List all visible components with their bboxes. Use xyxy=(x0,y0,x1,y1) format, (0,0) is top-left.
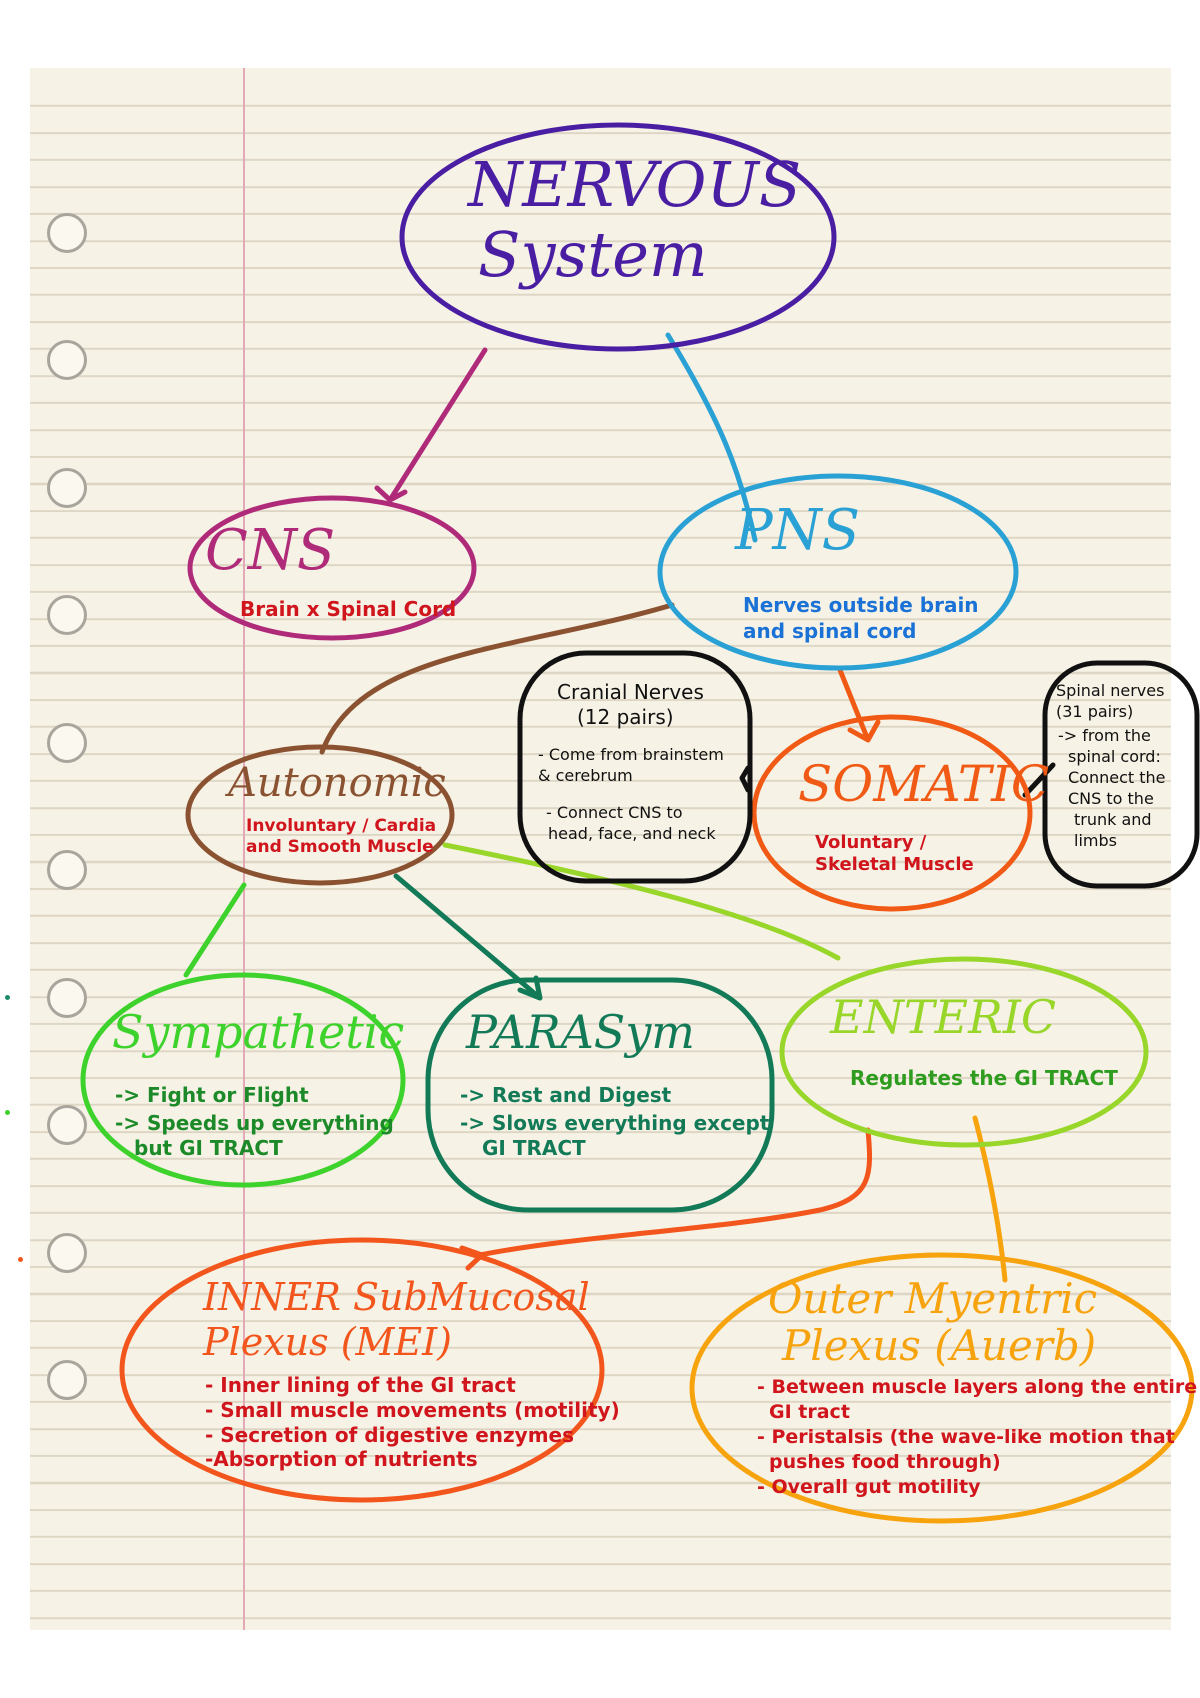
outer-plexus-bubble xyxy=(689,1252,1195,1524)
spinal-nerves-line: trunk and xyxy=(1074,810,1152,829)
inner-plexus-bubble xyxy=(119,1237,605,1503)
parasym-item: -> Slows everything except xyxy=(460,1111,770,1135)
cns-title: CNS xyxy=(205,518,336,583)
pns-bubble xyxy=(657,473,1019,671)
outer-plexus-item: GI tract xyxy=(769,1401,850,1423)
link-autonomic-enteric xyxy=(442,842,841,961)
cranial-nerves-item: & cerebrum xyxy=(538,766,633,785)
somatic-description-line1: Voluntary / xyxy=(815,832,927,853)
nervous-system-title-line1: NERVOUS xyxy=(468,148,802,221)
pns-description-line2: and spinal cord xyxy=(743,619,917,643)
punch-hole xyxy=(47,213,87,253)
outer-plexus-item: - Overall gut motility xyxy=(757,1476,981,1498)
sympathetic-bubble xyxy=(80,972,406,1188)
cranial-nerves-bubble xyxy=(517,650,753,884)
enteric-title: ENTERIC xyxy=(830,990,1057,1044)
sympathetic-title: Sympathetic xyxy=(112,1005,405,1059)
link-cranial-somatic xyxy=(739,765,751,793)
somatic-title: SOMATIC xyxy=(798,755,1050,813)
somatic-description-line2: Skeletal Muscle xyxy=(815,854,974,875)
margin-dot xyxy=(18,1257,23,1262)
cranial-nerves-item: - Connect CNS to xyxy=(546,803,683,822)
punch-hole xyxy=(47,595,87,635)
margin-dot xyxy=(5,995,10,1000)
punch-hole xyxy=(47,468,87,508)
link-nervous-cns xyxy=(374,347,488,503)
link-pns-somatic xyxy=(837,667,881,743)
parasym-item: GI TRACT xyxy=(482,1136,586,1160)
inner-plexus-item: -Absorption of nutrients xyxy=(205,1447,478,1471)
outer-plexus-title-line2: Plexus (Auerb) xyxy=(782,1321,1097,1370)
sympathetic-item: -> Speeds up everything xyxy=(115,1111,394,1135)
punch-hole xyxy=(47,1233,87,1273)
spinal-nerves-bubble xyxy=(1042,660,1200,889)
outer-plexus-title-line1: Outer Myentric xyxy=(768,1274,1098,1323)
outer-plexus-item: - Peristalsis (the wave-like motion that xyxy=(757,1426,1175,1448)
enteric-description: Regulates the GI TRACT xyxy=(850,1066,1118,1090)
spinal-nerves-line: limbs xyxy=(1074,831,1117,850)
inner-plexus-item: - Small muscle movements (motility) xyxy=(205,1398,620,1422)
link-pns-autonomic xyxy=(319,602,675,755)
autonomic-bubble xyxy=(185,744,455,886)
notebook-paper xyxy=(30,68,1171,1630)
punch-hole xyxy=(47,1360,87,1400)
enteric-bubble xyxy=(779,956,1149,1148)
link-enteric-outer xyxy=(972,1115,1008,1283)
outer-plexus-item: - Between muscle layers along the entire xyxy=(757,1376,1198,1398)
autonomic-title: Autonomic xyxy=(228,760,446,806)
cranial-nerves-item: head, face, and neck xyxy=(548,824,716,843)
nervous-system-title-line2: System xyxy=(478,218,708,291)
punch-hole xyxy=(47,340,87,380)
cranial-nerves-title-line2: (12 pairs) xyxy=(577,705,674,729)
sympathetic-item: -> Fight or Flight xyxy=(115,1083,309,1107)
spinal-nerves-line: -> from the xyxy=(1058,726,1151,745)
parasym-item: -> Rest and Digest xyxy=(460,1083,672,1107)
inner-plexus-item: - Inner lining of the GI tract xyxy=(205,1373,516,1397)
nervous-system-bubble xyxy=(399,122,837,352)
outer-plexus-item: pushes food through) xyxy=(769,1451,1001,1473)
spinal-nerves-line: Connect the xyxy=(1068,768,1166,787)
margin-dot xyxy=(5,1110,10,1115)
cranial-nerves-title-line1: Cranial Nerves xyxy=(557,680,704,704)
pns-description-line1: Nerves outside brain xyxy=(743,593,979,617)
link-autonomic-sympathetic xyxy=(183,882,247,978)
link-autonomic-parasym xyxy=(393,873,543,1001)
sympathetic-item: but GI TRACT xyxy=(134,1136,283,1160)
pns-title: PNS xyxy=(735,498,861,563)
link-nervous-pns xyxy=(665,332,758,543)
margin-line xyxy=(243,68,245,1630)
autonomic-description-line2: and Smooth Muscle xyxy=(246,837,434,857)
punch-hole xyxy=(47,850,87,890)
parasym-title: PARASym xyxy=(466,1005,695,1059)
punch-hole xyxy=(47,1105,87,1145)
inner-plexus-title-line2: Plexus (MEI) xyxy=(203,1320,453,1364)
parasym-bubble xyxy=(425,977,775,1213)
autonomic-description-line1: Involuntary / Cardia xyxy=(246,816,437,836)
spinal-nerves-line: Spinal nerves xyxy=(1056,681,1165,700)
spinal-nerves-line: CNS to the xyxy=(1068,789,1154,808)
cns-description: Brain x Spinal Cord xyxy=(240,597,457,621)
cns-bubble xyxy=(187,495,477,641)
spinal-nerves-line: (31 pairs) xyxy=(1056,702,1134,721)
inner-plexus-item: - Secretion of digestive enzymes xyxy=(205,1423,575,1447)
punch-hole xyxy=(47,978,87,1018)
spinal-nerves-line: spinal cord: xyxy=(1068,747,1161,766)
cranial-nerves-item: - Come from brainstem xyxy=(538,745,724,764)
link-somatic-spinal xyxy=(1022,762,1056,798)
inner-plexus-title-line1: INNER SubMucosal xyxy=(203,1275,590,1319)
somatic-bubble xyxy=(751,714,1033,912)
punch-hole xyxy=(47,723,87,763)
